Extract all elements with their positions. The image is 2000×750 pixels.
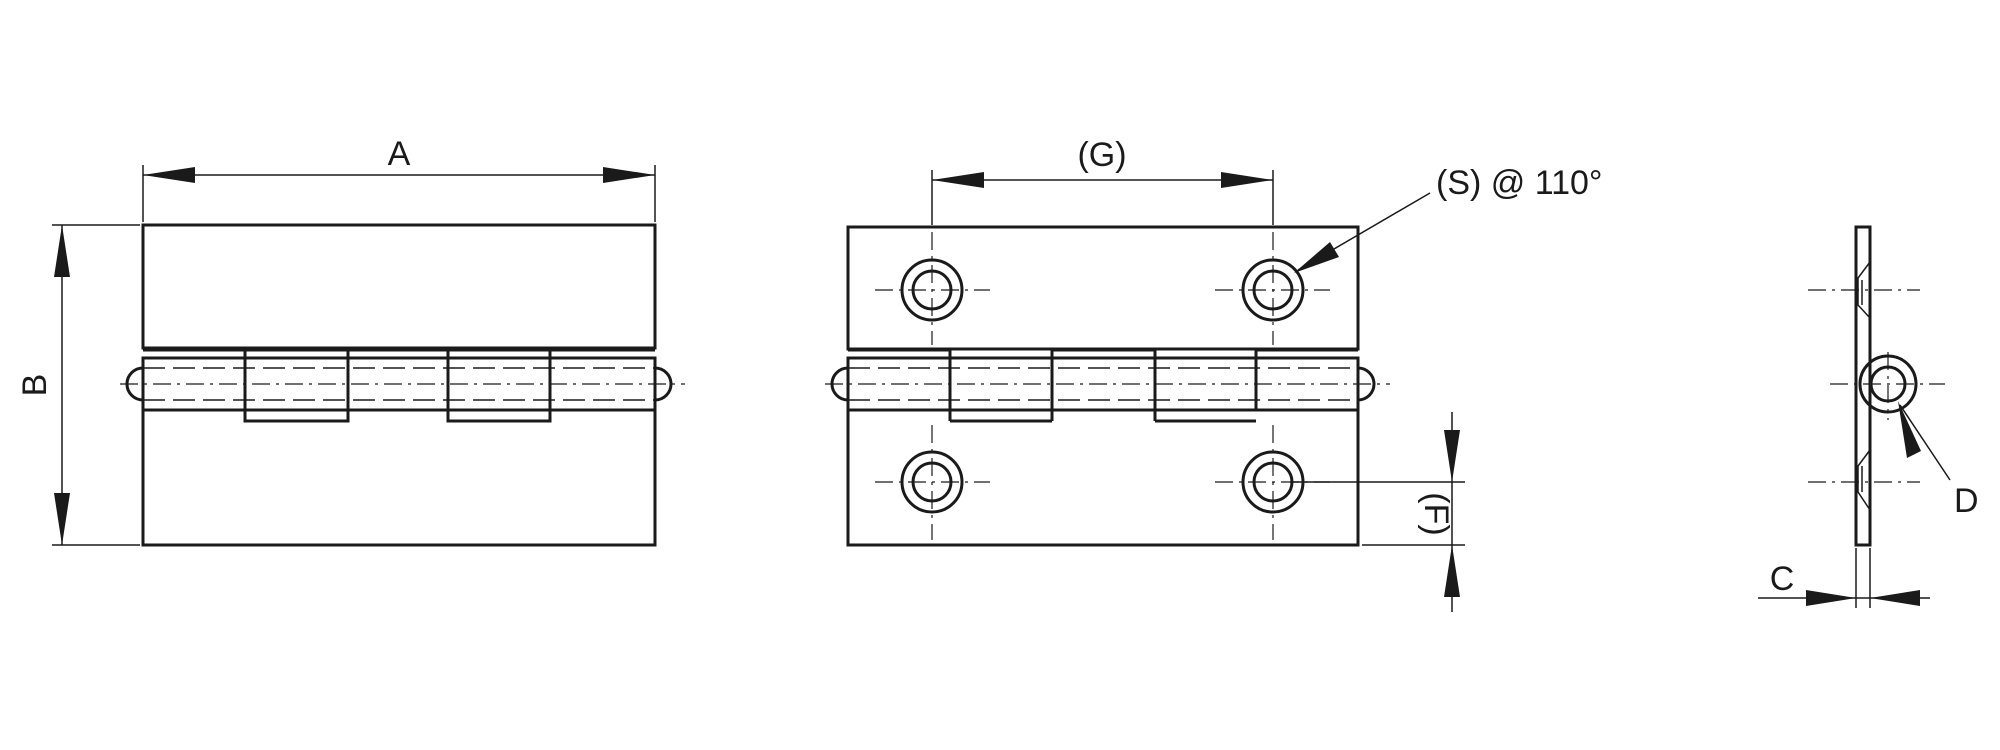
leader-d: D	[1898, 401, 1979, 520]
label-c: C	[1770, 560, 1795, 598]
hinge-side-view: C D	[1758, 225, 1979, 608]
label-a: A	[388, 135, 411, 173]
side-leaf-plate	[1854, 225, 1872, 547]
knuckle-band	[825, 348, 1390, 423]
dimension-g: (G)	[931, 136, 1274, 225]
label-d: D	[1954, 482, 1979, 520]
lower-leaf	[846, 408, 1360, 547]
dimension-a: A	[142, 135, 656, 222]
dimension-b: B	[16, 224, 140, 546]
leader-s: (S) @ 110°	[1294, 164, 1603, 273]
upper-leaf	[141, 223, 657, 350]
hinge-front-view-plain: A B	[16, 135, 685, 547]
dimension-c: C	[1758, 548, 1930, 608]
upper-leaf	[846, 225, 1360, 351]
dimension-f: (F)	[1290, 412, 1465, 612]
mounting-hole-bottom-left	[875, 425, 990, 540]
lower-leaf	[141, 408, 657, 547]
label-g: (G)	[1077, 136, 1126, 174]
label-b: B	[16, 374, 54, 397]
mounting-hole-top-left	[875, 232, 990, 345]
label-f: (F)	[1417, 492, 1455, 535]
mounting-hole-top-right	[1215, 232, 1330, 345]
knuckle-band	[120, 348, 685, 423]
label-s: (S) @ 110°	[1436, 164, 1603, 202]
hinge-front-view-holes: (G) (S) @ 110° (F)	[825, 136, 1603, 612]
